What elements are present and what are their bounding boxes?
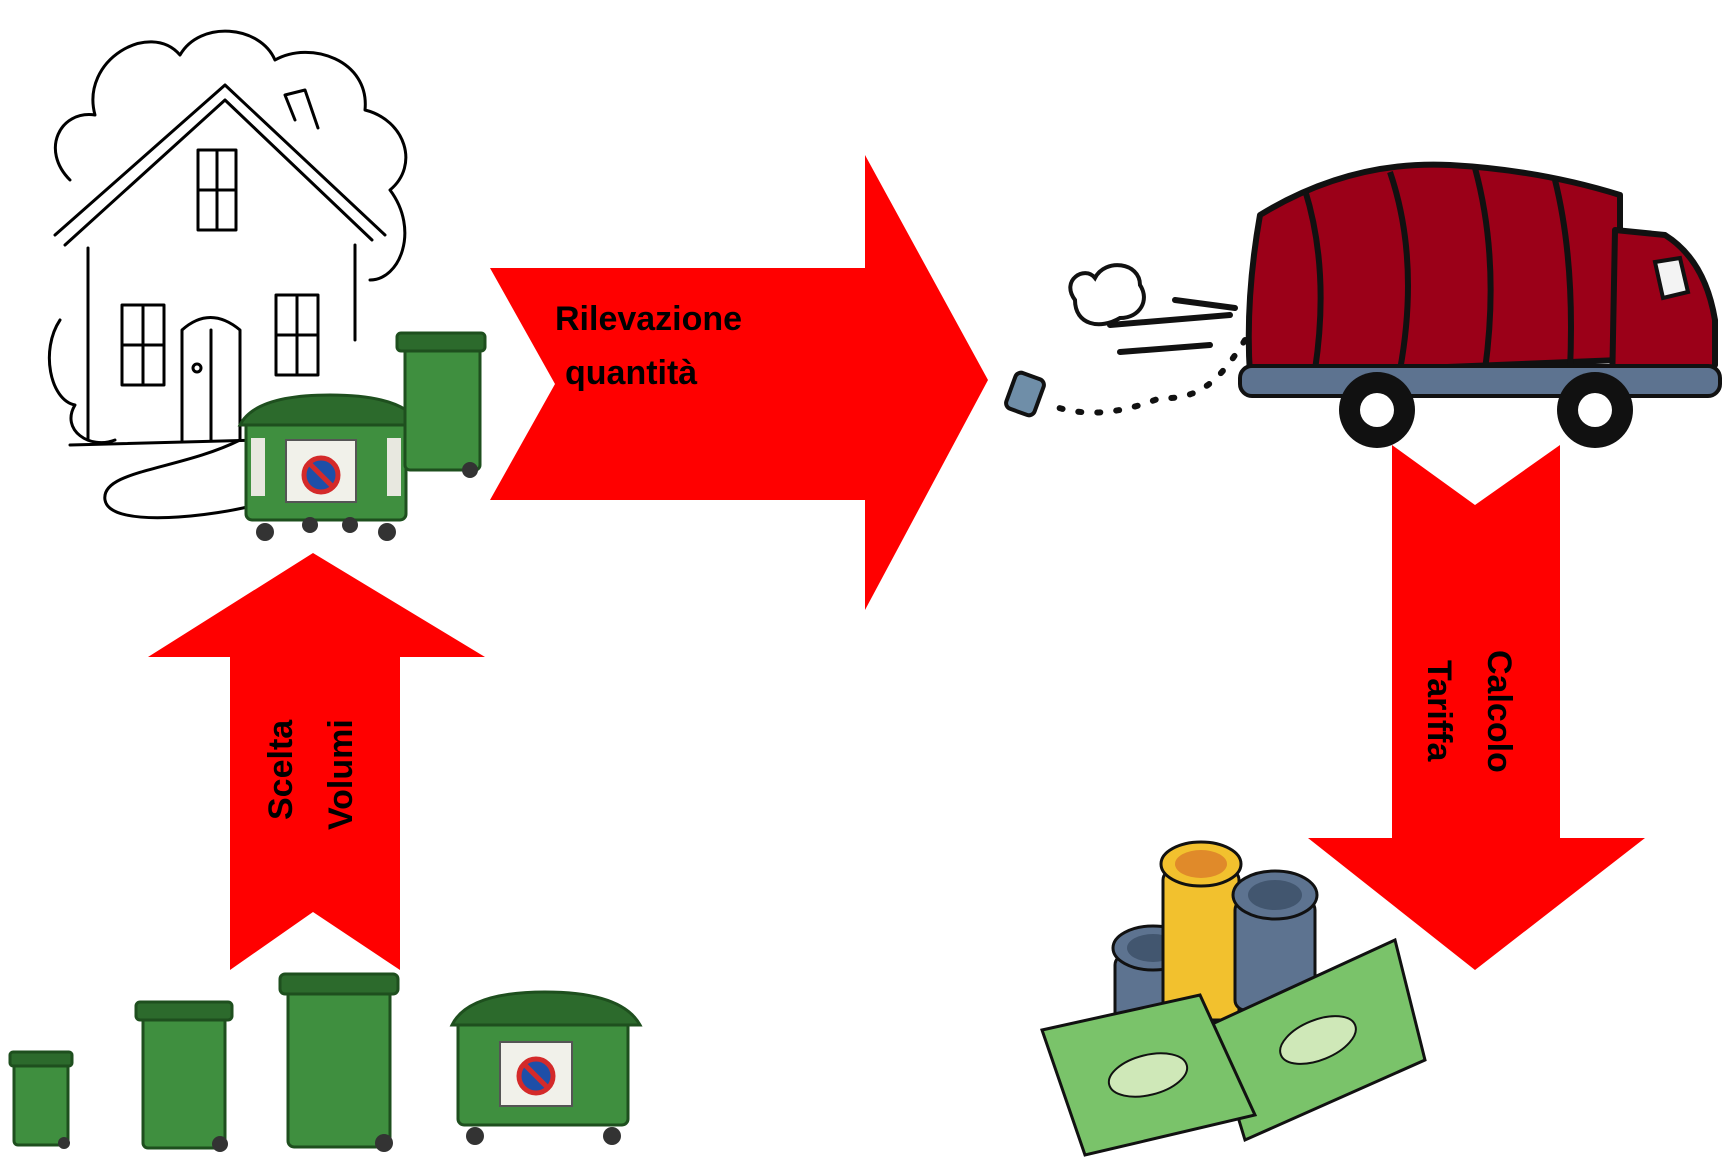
arrow-right-label-line1: Rilevazione <box>555 300 742 338</box>
arrow-down-label-line2: Tariffa <box>1420 660 1458 762</box>
medium-bin-icon <box>134 1000 234 1152</box>
small-bin-icon <box>8 1050 74 1149</box>
arrow-up-scelta <box>148 553 485 970</box>
arrow-up-label-line1: Scelta <box>262 719 300 820</box>
arrow-down-label-line1: Calcolo <box>1480 650 1518 773</box>
garbage-truck-icon <box>1004 161 1722 448</box>
coin-stack-icon <box>1111 840 1319 1027</box>
wheelie-bin-icon <box>395 331 487 478</box>
money-stack-icon <box>1040 840 1427 1157</box>
arrow-right-rilevazione <box>490 155 988 610</box>
arrow-down-calcolo <box>1308 445 1645 970</box>
house-icon <box>47 29 408 520</box>
arrow-up-label-line2: Volumi <box>322 719 360 830</box>
dumpster-icon <box>237 393 423 541</box>
dumpster-large-icon <box>449 990 643 1145</box>
arrow-right-label-line2: quantità <box>565 354 697 392</box>
large-bin-icon <box>278 972 400 1152</box>
